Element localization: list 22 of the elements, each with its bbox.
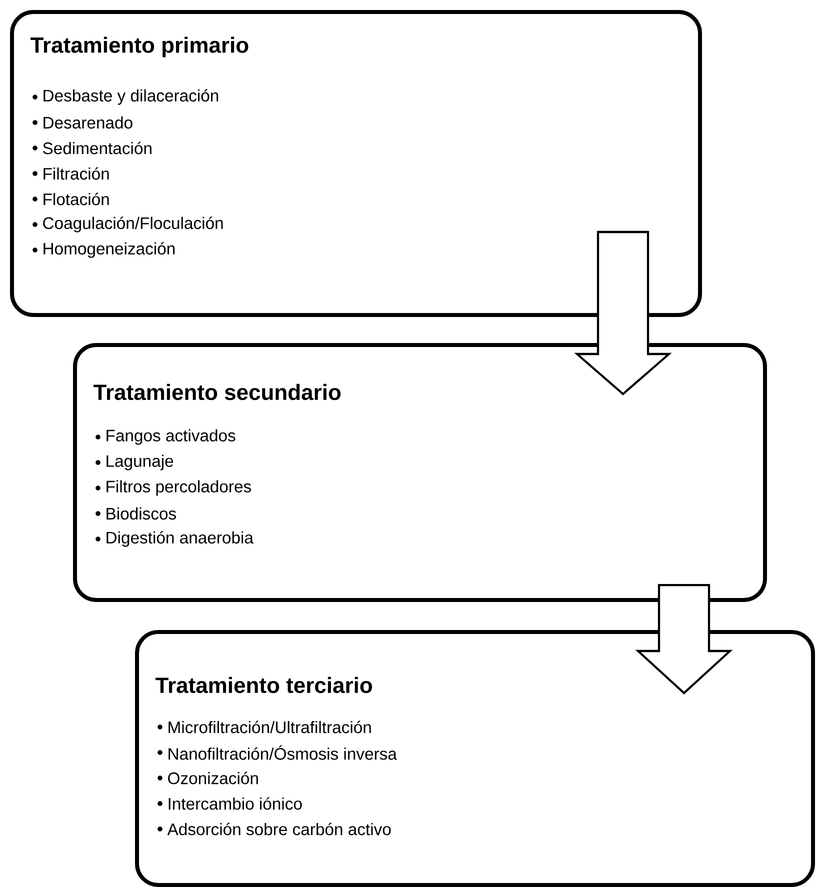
bullet-item: Filtración <box>44 167 109 180</box>
block-arrow <box>635 584 733 694</box>
bullet-item: Lagunaje <box>106 454 174 470</box>
box-heading: Tratamiento terciario <box>156 676 372 694</box>
bullet-item: Fangos activados <box>106 429 236 445</box>
block-arrow <box>574 230 672 396</box>
bullet-item: Desbaste y dilaceración <box>44 89 218 105</box>
bullet-item: Sedimentación <box>43 142 152 154</box>
box-heading: Tratamiento primario <box>30 36 248 58</box>
bullet-item: Flotación <box>44 192 109 206</box>
bullet-item: Adsorción sobre carbón activo <box>167 822 391 836</box>
bullet-item: Ozonización <box>168 772 258 784</box>
box-heading: Tratamiento secundario <box>94 384 341 400</box>
bullet-item: Digestión anaerobia <box>106 531 254 547</box>
bullet-item: Intercambio iónico <box>168 797 302 810</box>
bullet-item: Microfiltración/Ultrafiltración <box>168 720 371 734</box>
bullet-item: Filtros percoladores <box>106 480 251 496</box>
bullet-item: Nanofiltración/Ósmosis inversa <box>168 745 397 760</box>
bullet-item: Coagulación/Floculación <box>43 216 223 232</box>
bullet-item: Homogeneización <box>44 242 175 258</box>
bullet-item: Desarenado <box>44 116 132 129</box>
bullet-item: Biodiscos <box>106 507 176 520</box>
